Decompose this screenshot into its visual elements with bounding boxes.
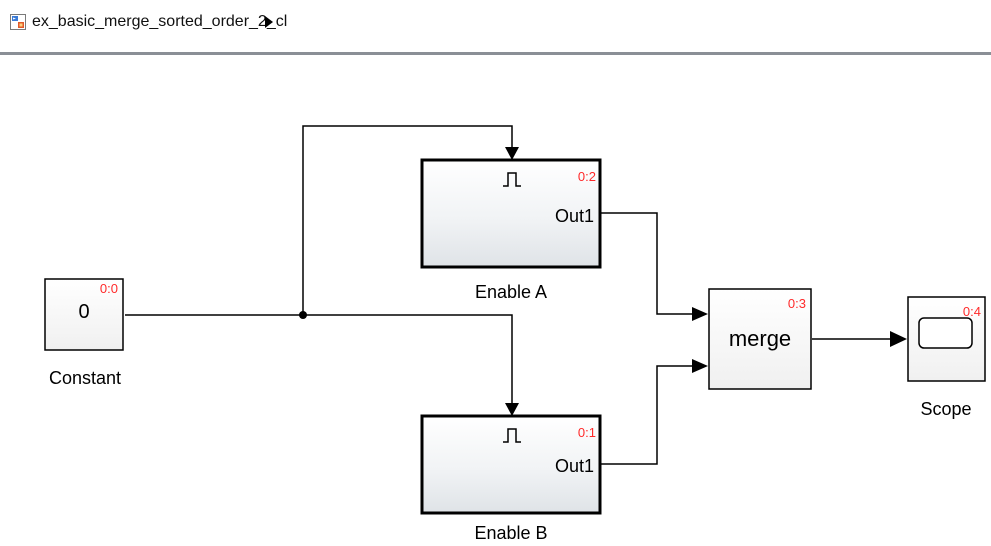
merge-block[interactable]: 0:3 merge: [708, 288, 812, 390]
scope-label: Scope: [920, 399, 971, 419]
arrowhead-merge-in1: [692, 307, 708, 321]
enable-port-icon: [503, 428, 521, 443]
diagram-canvas: 0:0 0 Constant 0:2 Out1 Enable A 0:1 Out…: [44, 125, 986, 543]
simulink-model-icon[interactable]: [10, 14, 26, 30]
toolbar-divider: [0, 52, 991, 55]
enable-b-label: Enable B: [474, 523, 547, 543]
scope-block[interactable]: 0:4: [907, 296, 986, 382]
enable-a-port-label: Out1: [555, 206, 594, 226]
triangle-right-icon[interactable]: [262, 15, 276, 29]
arrowheads: [505, 147, 907, 416]
constant-sorted-order: 0:0: [100, 281, 118, 296]
enable-port-icon: [503, 172, 521, 187]
enable-a-label: Enable A: [475, 282, 547, 302]
scope-screen-icon: [918, 317, 973, 349]
line-branch-to-enable-b[interactable]: [303, 314, 513, 406]
scope-sorted-order: 0:4: [963, 304, 981, 319]
breadcrumb-bar: ex_basic_merge_sorted_order_2_cl: [0, 0, 991, 52]
line-branch-to-enable-a[interactable]: [302, 125, 513, 315]
line-enable-b-to-merge[interactable]: [601, 365, 692, 465]
line-enable-a-to-merge[interactable]: [601, 212, 692, 315]
constant-label: Constant: [49, 368, 121, 388]
constant-value: 0: [78, 301, 89, 323]
merge-label: merge: [729, 326, 791, 351]
signal-lines: [125, 125, 890, 465]
merge-sorted-order: 0:3: [788, 296, 806, 311]
enable-a-subsystem[interactable]: 0:2 Out1: [420, 158, 602, 269]
enable-b-port-label: Out1: [555, 456, 594, 476]
breadcrumb-model-name[interactable]: ex_basic_merge_sorted_order_2_cl: [32, 13, 288, 30]
arrowhead-enable-a: [505, 147, 519, 160]
constant-block[interactable]: 0:0 0: [44, 278, 124, 351]
branch-point: [299, 311, 307, 319]
enable-a-sorted-order: 0:2: [578, 169, 596, 184]
enable-b-sorted-order: 0:1: [578, 425, 596, 440]
enable-b-subsystem[interactable]: 0:1 Out1: [420, 414, 602, 515]
arrowhead-enable-b: [505, 403, 519, 416]
arrowhead-scope: [890, 331, 907, 347]
arrowhead-merge-in2: [692, 359, 708, 373]
